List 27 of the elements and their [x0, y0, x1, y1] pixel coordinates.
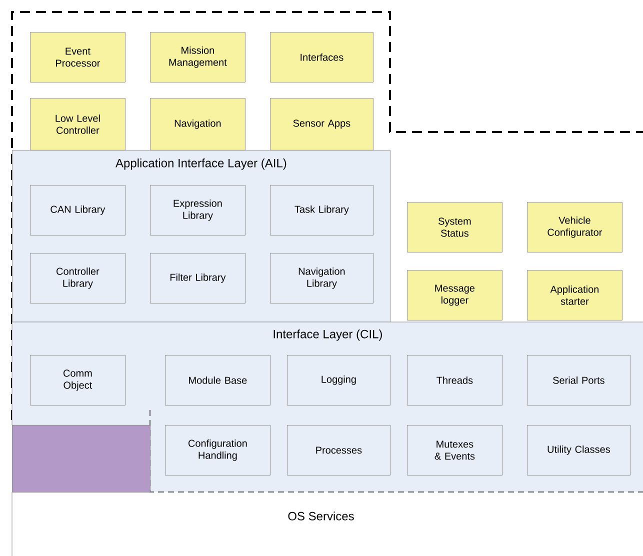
component-box: Expression Library: [150, 185, 246, 236]
component-box: Threads: [407, 355, 502, 406]
component-box: Message logger: [407, 270, 502, 320]
component-box: Low Level Controller: [30, 98, 126, 150]
component-box: Logging: [287, 355, 390, 406]
component-box: Configuration Handling: [165, 425, 270, 476]
component-box: Vehicle Configurator: [527, 202, 622, 252]
component-box: Task Library: [270, 185, 374, 236]
component-box: Sensor Apps: [270, 98, 374, 150]
component-box: System Status: [407, 202, 502, 252]
component-box: Mutexes & Events: [407, 425, 502, 476]
component-box: Filter Library: [150, 253, 246, 304]
component-box: Event Processor: [30, 32, 126, 82]
component-box: Application starter: [527, 270, 622, 320]
component-box: Processes: [287, 425, 390, 476]
component-box: Mission Management: [150, 32, 246, 82]
component-box: Controller Library: [30, 253, 126, 304]
component-box: [12, 425, 150, 492]
component-box: Interfaces: [270, 32, 374, 82]
layer-label: OS Services: [288, 512, 354, 520]
component-box: Comm Object: [30, 355, 126, 406]
component-box: Utility Classes: [527, 425, 630, 476]
component-box: Navigation Library: [270, 253, 374, 304]
component-box: Module Base: [165, 355, 270, 406]
component-box: Serial Ports: [527, 355, 630, 406]
component-box: Navigation: [150, 98, 246, 150]
component-box: CAN Library: [30, 185, 126, 236]
